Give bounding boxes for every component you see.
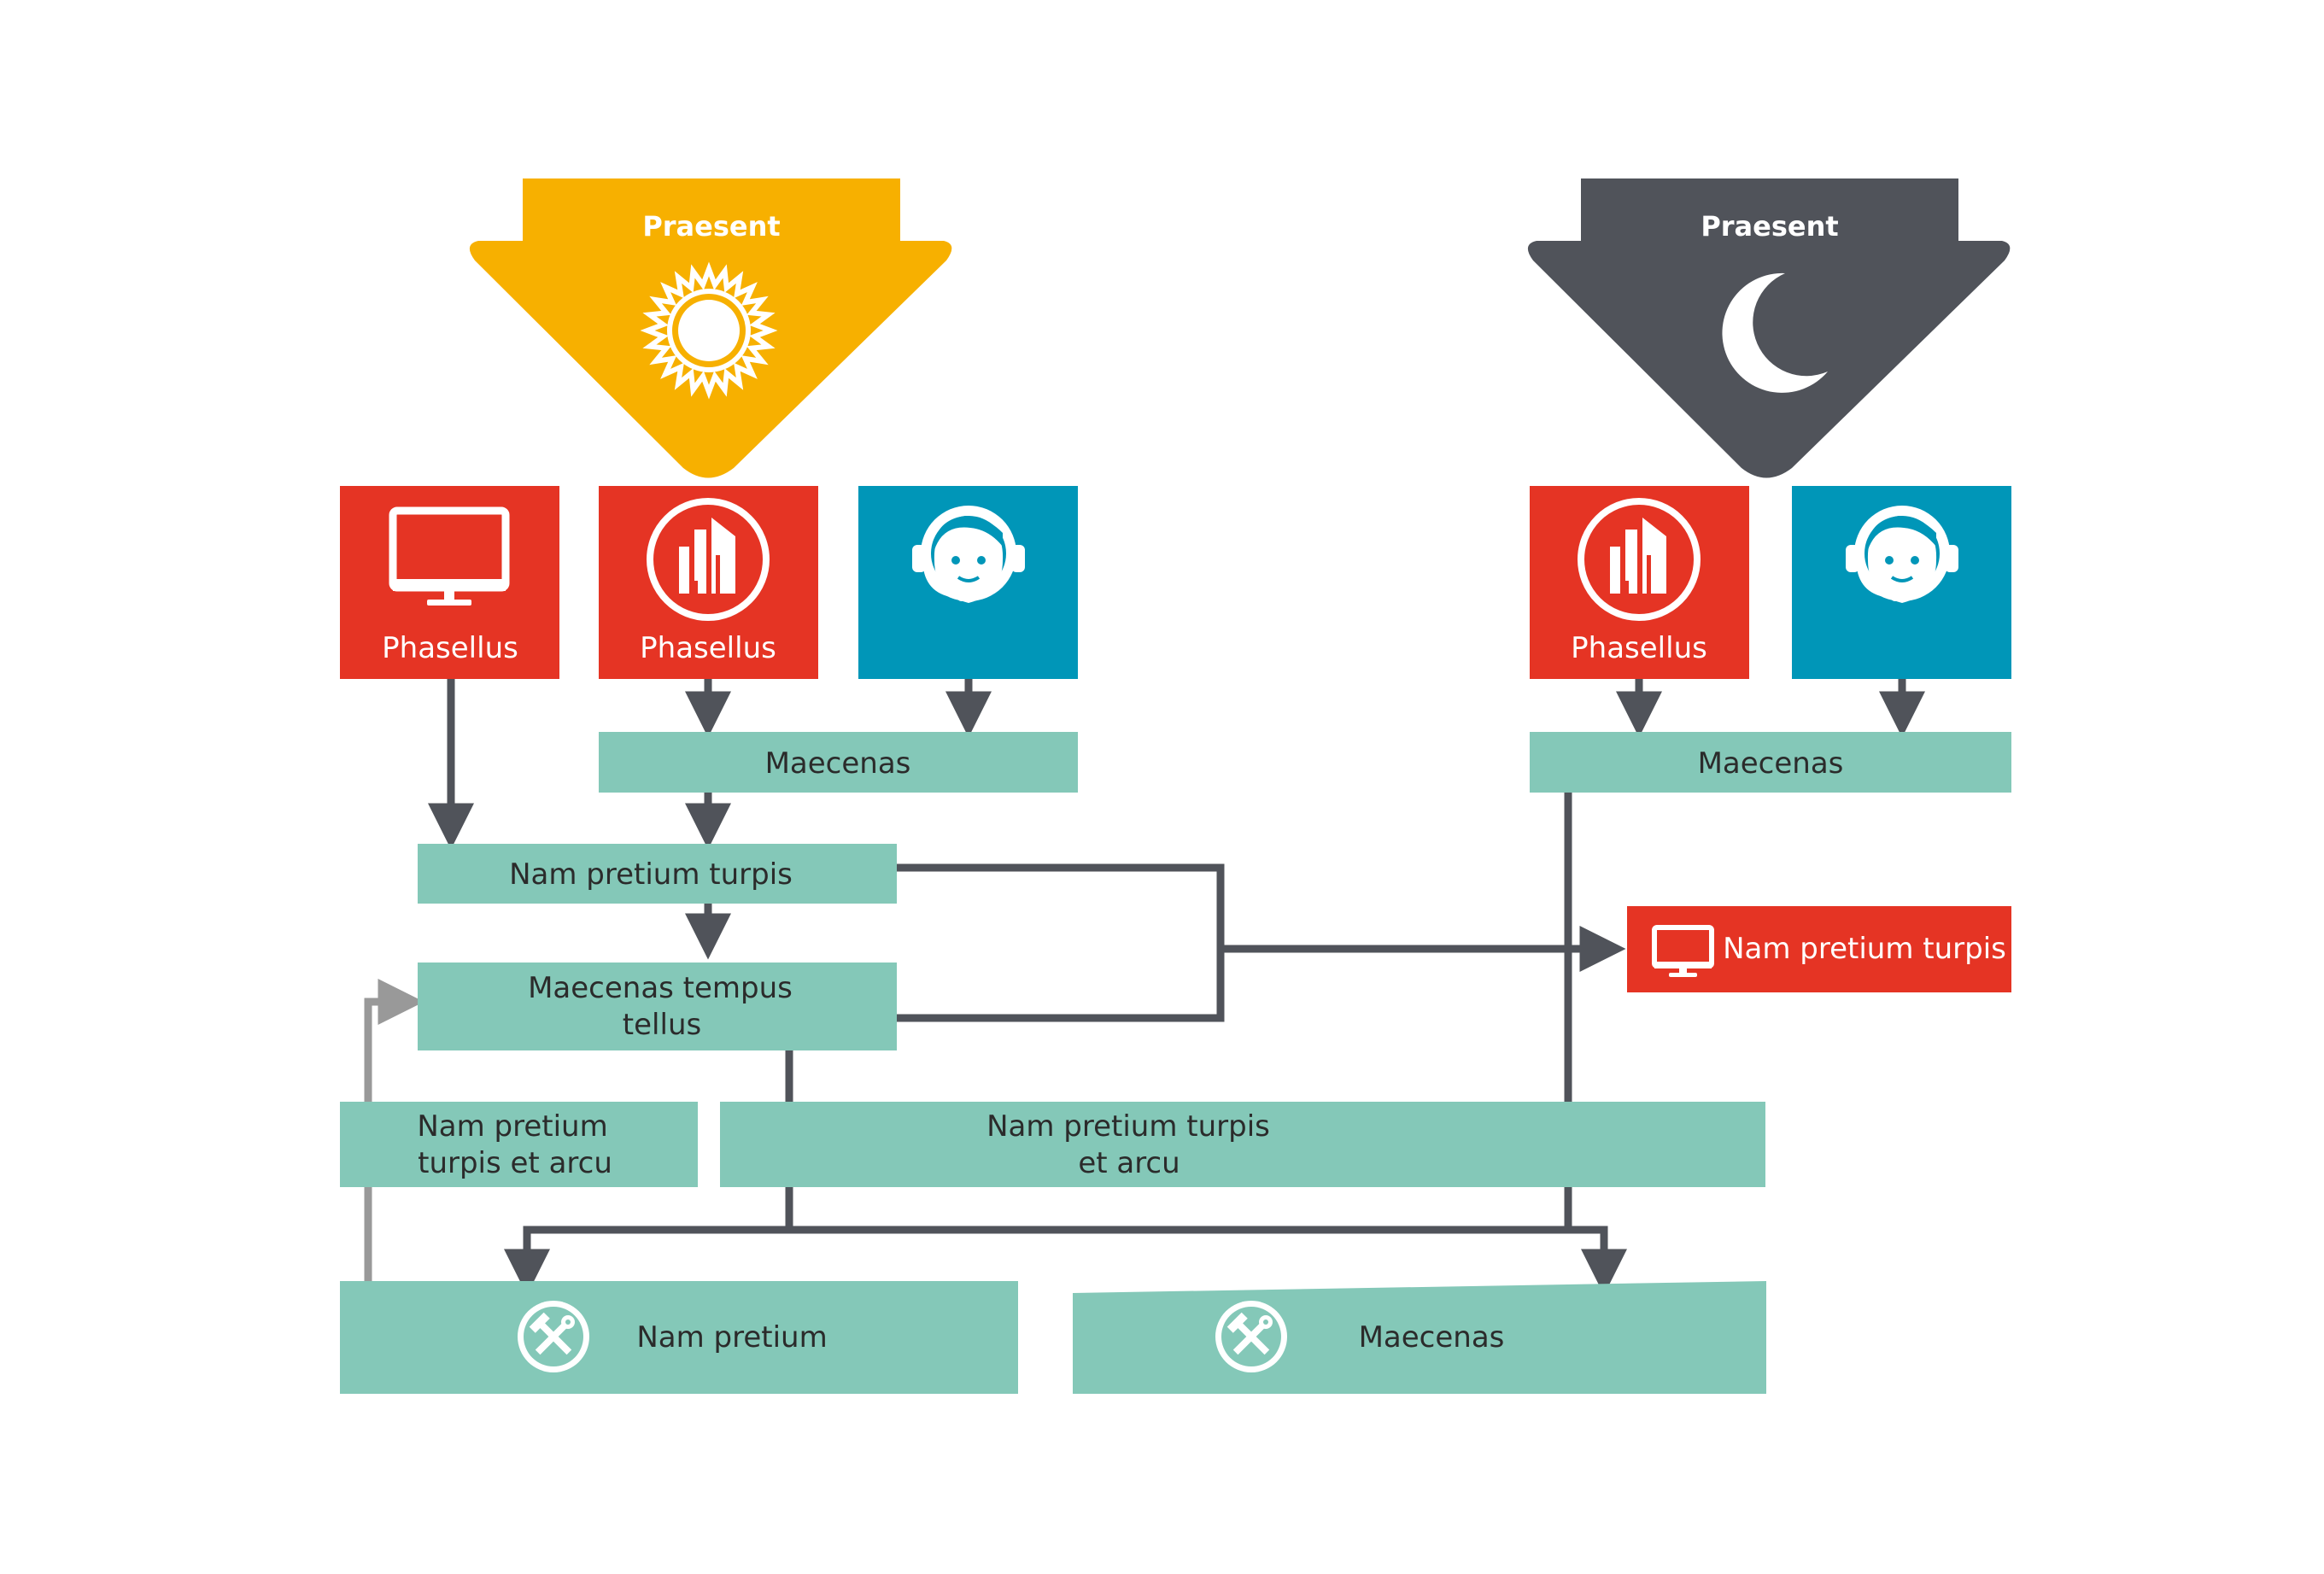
night-arrow: Praesent (1527, 178, 2011, 478)
tile-night-building-label: Phasellus (1571, 631, 1707, 665)
box-red-output-label: Nam pretium turpis (1723, 932, 2006, 966)
moon-icon (1722, 272, 1828, 393)
monitor-icon (1652, 925, 1714, 977)
headset-agent-icon (912, 506, 1025, 603)
box-bottom-left-label: Nam pretium (636, 1320, 827, 1355)
box-nam-pretium-et-arcu-wide-line2: et arcu (1078, 1146, 1180, 1180)
connector-bracket (897, 863, 1225, 1022)
box-night-maecenas-label: Maecenas (1698, 746, 1844, 781)
sun-icon (640, 261, 778, 400)
box-red-output[interactable]: Nam pretium turpis (1627, 906, 2011, 992)
tile-day-monitor[interactable]: Phasellus (340, 486, 559, 679)
day-arrow: Praesent (469, 178, 952, 478)
tile-day-building[interactable]: Phasellus (599, 486, 818, 679)
night-title: Praesent (1701, 210, 1838, 243)
box-maecenas-tempus-line1: Maecenas tempus (528, 971, 793, 1005)
box-nam-pretium-et-arcu-wide-line1: Nam pretium turpis (986, 1109, 1270, 1144)
box-maecenas-tempus-line2: tellus (623, 1008, 701, 1042)
box-nam-pretium-turpis[interactable]: Nam pretium turpis (418, 844, 897, 904)
box-day-maecenas-label: Maecenas (765, 746, 911, 781)
tools-icon (1215, 1301, 1287, 1372)
box-nam-pretium-et-arcu-left-line2: turpis et arcu (418, 1146, 612, 1180)
box-maecenas-tempus[interactable]: Maecenas tempus tellus (418, 963, 897, 1050)
building-icon (647, 498, 770, 621)
box-nam-pretium-et-arcu-wide[interactable]: Nam pretium turpis et arcu (720, 1102, 1765, 1187)
monitor-icon (389, 506, 510, 606)
building-icon (1578, 498, 1701, 621)
box-bottom-right-label: Maecenas (1359, 1320, 1505, 1355)
connector-merge-left (504, 1187, 793, 1296)
tools-icon (518, 1301, 589, 1372)
box-night-maecenas[interactable]: Maecenas (1530, 732, 2011, 793)
box-bottom-right[interactable]: Maecenas (1073, 1281, 1766, 1394)
box-nam-pretium-et-arcu-left-line1: Nam pretium (417, 1109, 607, 1144)
tile-night-building[interactable]: Phasellus (1530, 486, 1749, 679)
box-day-maecenas[interactable]: Maecenas (599, 732, 1078, 793)
box-nam-pretium-et-arcu-left[interactable]: Nam pretium turpis et arcu (340, 1102, 698, 1187)
connector-feedback-loop (364, 979, 424, 1281)
tile-day-agent[interactable] (858, 486, 1078, 679)
day-title: Praesent (642, 210, 780, 243)
box-bottom-left[interactable]: Nam pretium (340, 1281, 1018, 1394)
connector-merge-right (789, 1226, 1627, 1296)
tile-day-building-label: Phasellus (640, 631, 776, 665)
tile-day-monitor-label: Phasellus (382, 631, 518, 665)
box-nam-pretium-turpis-label: Nam pretium turpis (509, 857, 793, 892)
tile-night-agent[interactable] (1792, 486, 2011, 679)
headset-agent-icon (1846, 506, 1958, 603)
